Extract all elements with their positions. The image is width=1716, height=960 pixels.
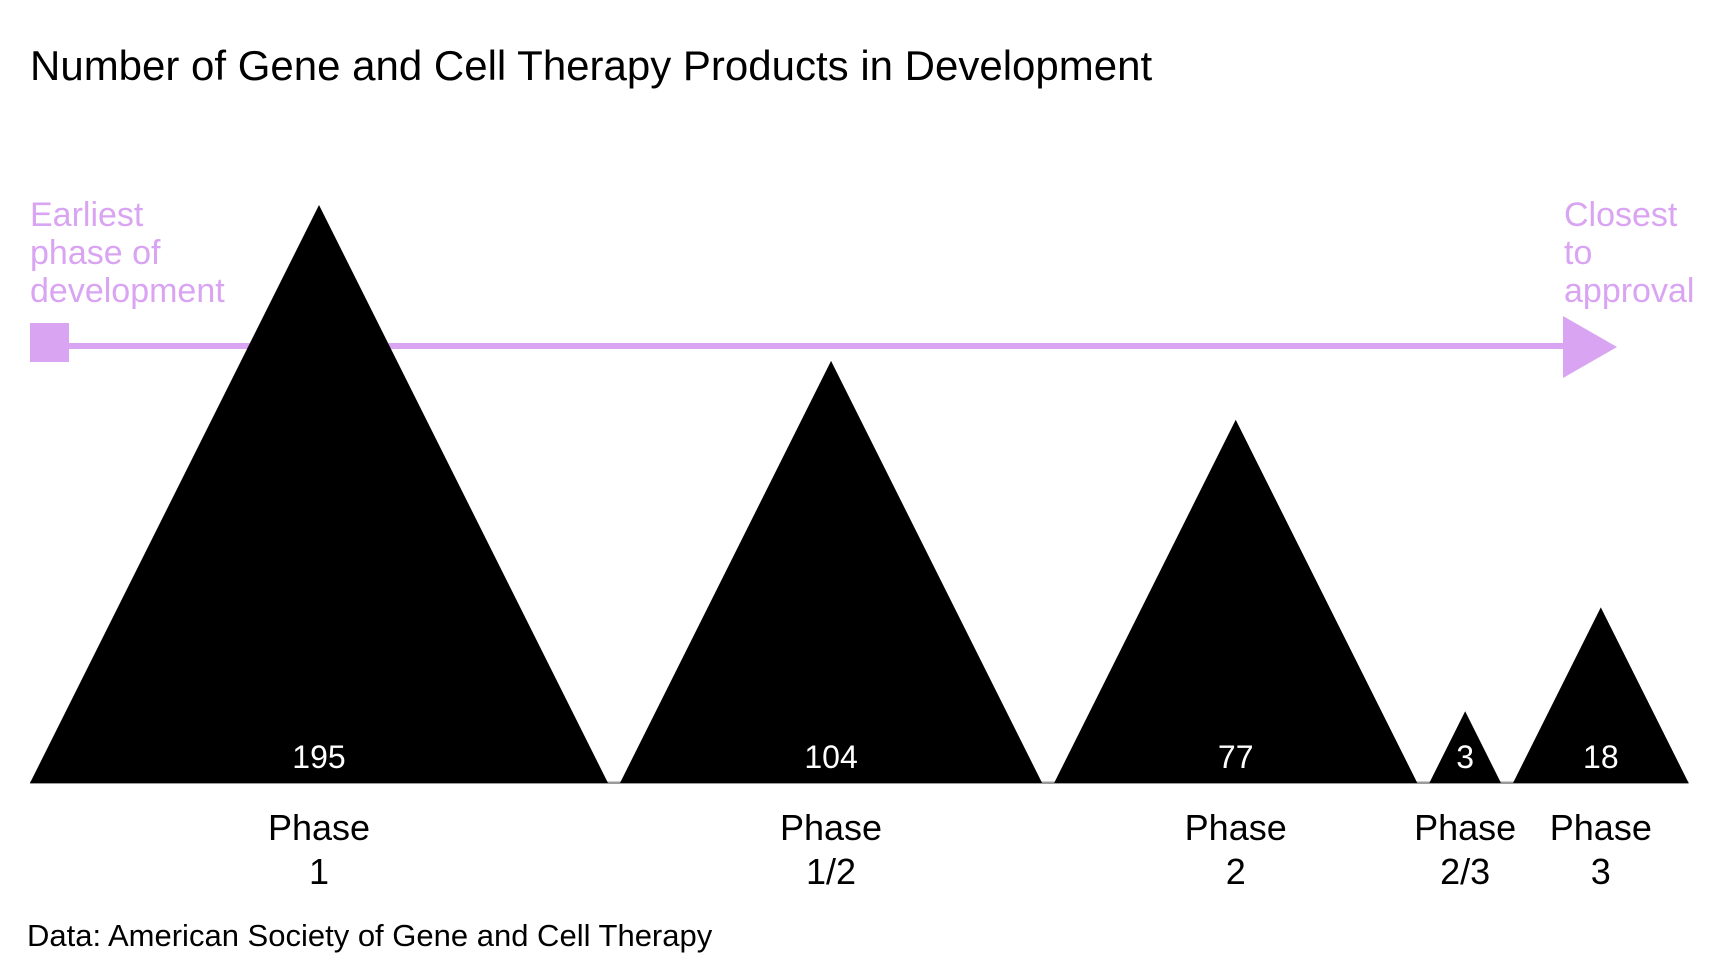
annotation-closest-approval: Closest to approval: [1564, 196, 1695, 310]
phase-label-line2: 2/3: [1440, 851, 1491, 892]
source-note: Data: American Society of Gene and Cell …: [27, 918, 713, 953]
arrow-start-square: [30, 323, 69, 362]
value-label: 104: [804, 739, 858, 775]
value-label: 3: [1456, 739, 1475, 775]
triangle-phase-2: [1054, 419, 1418, 783]
phase-label-line2: 2: [1225, 851, 1246, 892]
triangle-phase-2-3: [1429, 711, 1502, 783]
value-label: 18: [1583, 739, 1619, 775]
value-label: 77: [1217, 739, 1254, 775]
phase-label-line1: Phase: [780, 807, 883, 848]
triangle-phase-3: [1513, 607, 1689, 783]
phase-label-line1: Phase: [267, 807, 371, 848]
triangle-phase-1-2: [620, 360, 1043, 783]
arrow-head-icon: [1563, 316, 1617, 378]
phase-label-line1: Phase: [1414, 807, 1517, 848]
annotation-earliest-phase: Earliest phase of development: [30, 196, 225, 310]
value-label: 195: [292, 739, 346, 775]
phase-label-line2: 1/2: [806, 851, 857, 892]
triangle-phase-1: [30, 205, 608, 783]
phase-label-line2: 1: [308, 851, 330, 892]
page-title: Number of Gene and Cell Therapy Products…: [30, 42, 1153, 89]
phase-label-line1: Phase: [1549, 807, 1652, 848]
arrow-shaft: [69, 343, 1563, 349]
phase-label-line1: Phase: [1184, 807, 1287, 848]
phase-label-line2: 3: [1590, 851, 1611, 892]
